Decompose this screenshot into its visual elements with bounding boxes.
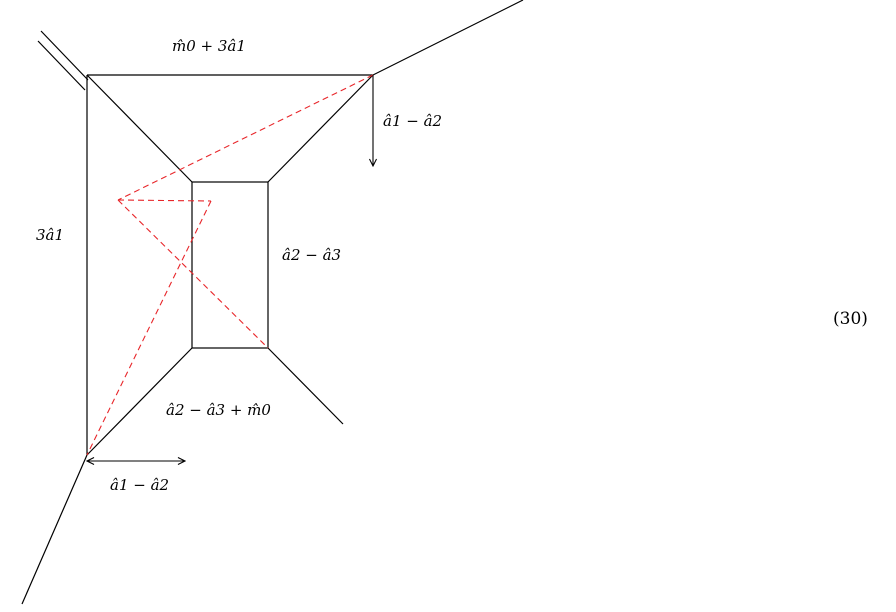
cut-line-4	[86, 200, 212, 456]
diag-top-left	[86, 74, 193, 183]
cut-line-3	[117, 199, 212, 202]
diag-top-right	[267, 74, 374, 183]
label-bottom-arrow: â1 − â2	[110, 476, 169, 494]
double-line-a	[40, 30, 89, 81]
double-line-b	[37, 40, 86, 91]
dashed-cuts	[86, 74, 374, 456]
label-right-arrow: â1 − â2	[383, 112, 442, 130]
leg-upper-right	[372, 0, 524, 76]
diag-bottom-left	[86, 347, 193, 456]
leg-lower-right	[267, 347, 344, 425]
label-top: m̂0 + 3â1	[172, 37, 246, 55]
equation-number: (30)	[833, 309, 868, 329]
cut-line-1	[117, 74, 374, 201]
label-bottom: â2 − â3 + m̂0	[166, 401, 271, 419]
label-left-side: 3â1	[36, 226, 64, 244]
label-inner-right: â2 − â3	[282, 246, 341, 264]
cut-line-2	[117, 199, 269, 349]
leg-lower-left	[21, 454, 88, 605]
inner-rectangle	[191, 181, 269, 349]
